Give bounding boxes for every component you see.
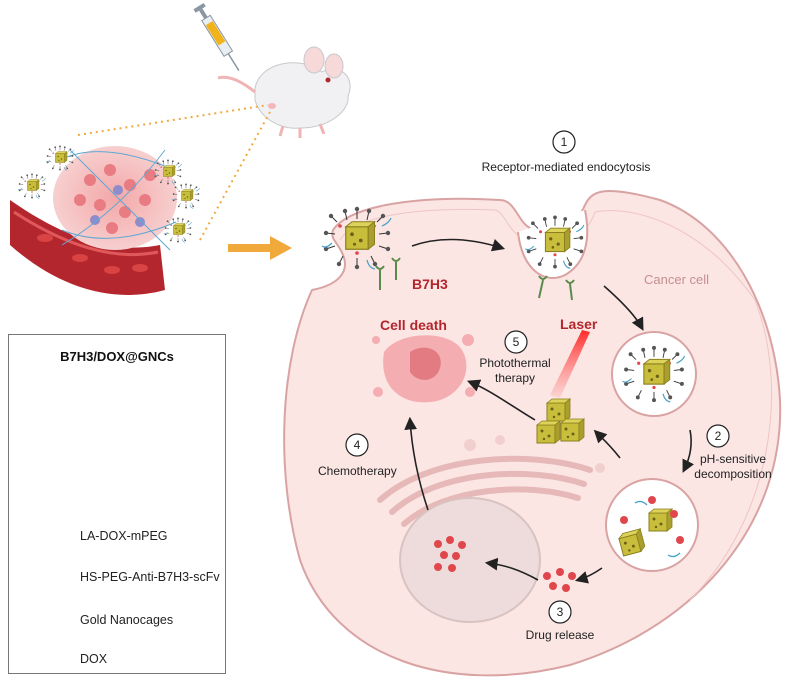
- label-cancer-cell: Cancer cell: [644, 272, 710, 287]
- tumor: [53, 146, 177, 250]
- legend-label-dox: DOX: [80, 652, 108, 666]
- step-2-number: 2: [714, 429, 722, 443]
- step-circles: [345, 130, 730, 624]
- process-arrows: [404, 238, 695, 584]
- label-chemotherapy: Chemotherapy: [318, 464, 397, 478]
- label-ph-sensitive-1: pH-sensitive: [699, 452, 767, 466]
- golgi-apparatus: [377, 455, 593, 527]
- label-receptor-endocytosis: Receptor-mediated endocytosis: [481, 160, 651, 174]
- label-cell-death: Cell death: [380, 317, 447, 333]
- mouse-illustration: [217, 46, 351, 138]
- label-laser: Laser: [560, 316, 598, 332]
- nucleus-dox: [434, 536, 466, 572]
- entry-arrow: [228, 236, 292, 260]
- label-b7h3: B7H3: [412, 276, 448, 292]
- legend-box: B7H3/DOX@GNCs LA-DOX-mPEG HS-PEG-Anti-B7…: [8, 334, 226, 674]
- lysosome: [605, 478, 699, 572]
- step-5-number: 5: [512, 335, 520, 349]
- endosome: [611, 331, 697, 417]
- syringe-icon: [193, 2, 240, 71]
- legend-label-gold-nanocages: Gold Nanocages: [80, 613, 174, 627]
- legend-label-la-dox-mpeg: LA-DOX-mPEG: [80, 529, 168, 543]
- label-photothermal-1: Photothermal: [479, 356, 551, 370]
- label-drug-release: Drug release: [525, 628, 595, 642]
- label-photothermal-2: therapy: [494, 371, 536, 385]
- tumor-vessel-illustration: [10, 146, 200, 295]
- laser-beam: [550, 330, 590, 398]
- step-1-number: 1: [560, 135, 568, 149]
- step-3-number: 3: [556, 605, 564, 619]
- nucleus: [399, 497, 541, 623]
- legend-title: B7H3/DOX@GNCs: [60, 349, 174, 364]
- b7h3-receptors: [375, 257, 575, 301]
- released-dox: [543, 568, 576, 592]
- zoom-lines: [77, 104, 271, 241]
- dead-cell-illustration: [372, 334, 475, 403]
- legend-label-hs-peg: HS-PEG-Anti-B7H3-scFv: [80, 570, 220, 584]
- label-ph-sensitive-2: decomposition: [694, 467, 772, 481]
- step-4-number: 4: [353, 438, 361, 452]
